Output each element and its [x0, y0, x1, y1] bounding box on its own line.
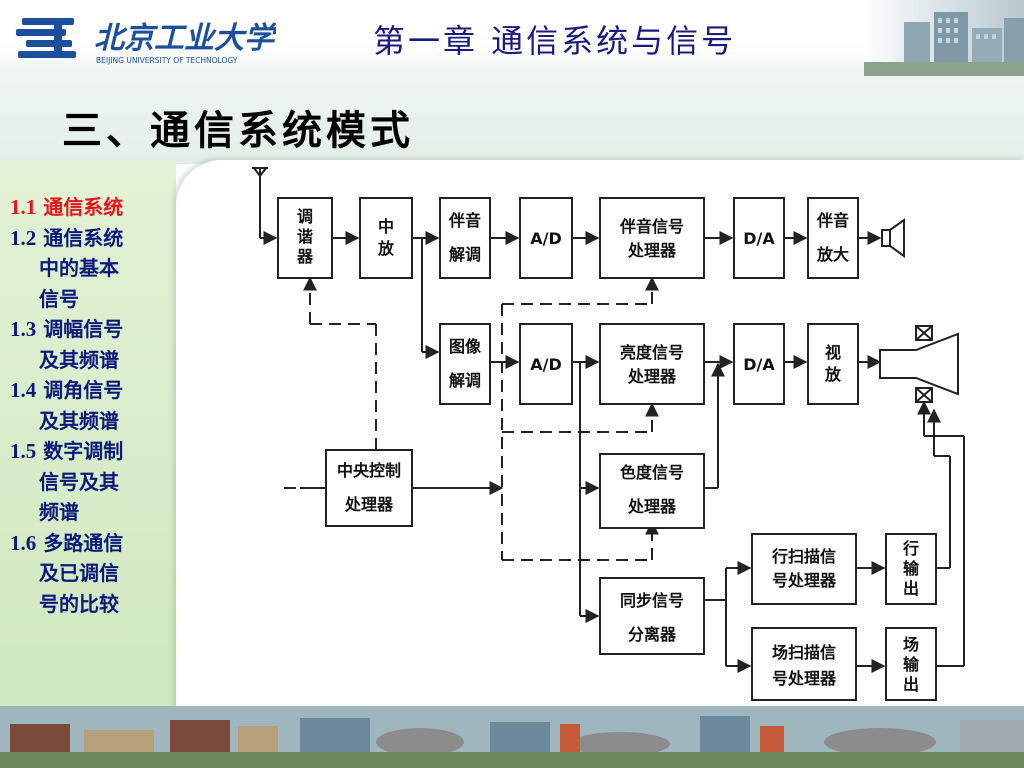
toc-item-number: 1.1	[10, 195, 37, 219]
v-scan-block	[751, 627, 857, 701]
footer-campus-photo-strip	[0, 706, 1024, 768]
header-campus-photo	[864, 0, 1024, 76]
chapter-title: 第一章 通信系统与信号	[373, 22, 737, 60]
h-scan-block	[751, 533, 857, 605]
video-demod-label: 图像解调	[449, 337, 482, 390]
toc-item-label: 信号及其	[39, 469, 119, 494]
toc-item-number: 1.2	[10, 225, 37, 250]
toc-item-label: 调幅信号	[43, 317, 124, 341]
speaker-icon	[881, 218, 905, 258]
sync-sep-label: 同步信号分离器	[620, 591, 684, 644]
v-out-label: 场输出	[903, 635, 920, 694]
university-logo: 北京工业大学 BEIJING UNIVERSITY OF TECHNOLOGY	[16, 12, 278, 66]
sync-sep-block	[599, 577, 705, 655]
section-title: 三、通信系统模式	[62, 108, 414, 154]
if-amp-label: 中放	[377, 217, 395, 258]
toc-item-1-2[interactable]: 1.2 通信系统中的基本信号	[10, 223, 174, 315]
chroma-proc-block	[599, 453, 705, 529]
tuner-block	[277, 197, 333, 279]
toc-item-1-5[interactable]: 1.5 数字调制信号及其频谱	[10, 436, 174, 528]
ad-video-block	[519, 323, 573, 405]
crt-tube-icon	[879, 332, 959, 396]
luma-proc-block	[599, 323, 705, 405]
h-out-label: 行输出	[902, 539, 920, 598]
h-scan-label: 行扫描信号处理器	[771, 547, 837, 590]
tv-system-block-diagram: 调谐器 中放 伴音解调 A/D 伴音信号处理器 D/A 伴音放大 图像解调 A/…	[240, 166, 978, 722]
slide-header: 北京工业大学 BEIJING UNIVERSITY OF TECHNOLOGY …	[0, 0, 1024, 76]
toc-item-number: 1.3	[10, 317, 37, 341]
toc-item-label: 多路通信	[43, 530, 124, 555]
university-emblem-icon: 北京工业大学 BEIJING UNIVERSITY OF TECHNOLOGY	[16, 18, 278, 65]
ad-video-label: A/D	[530, 355, 562, 374]
toc-item-label: 及其频谱	[39, 408, 119, 433]
toc-item-label: 中的基本	[39, 256, 119, 280]
deflection-coil-icon	[915, 325, 933, 403]
toc-item-1-6[interactable]: 1.6 多路通信及已调信号的比较	[10, 528, 174, 620]
da-video-block	[733, 323, 785, 405]
video-demod-block	[439, 323, 491, 405]
toc-item-label: 通信系统	[43, 225, 124, 250]
da-sound-label: D/A	[743, 229, 775, 248]
sidebar	[0, 160, 176, 708]
antenna-icon	[252, 167, 268, 238]
logo-name-cn: 北京工业大学	[94, 21, 276, 56]
da-video-label: D/A	[743, 355, 775, 374]
toc-item-1-4[interactable]: 1.4 调角信号及其频谱	[10, 375, 174, 436]
title-band	[0, 76, 1024, 164]
toc-item-label: 及已调信	[39, 561, 119, 585]
toc-item-number: 1.4	[10, 378, 37, 402]
toc-item-label: 号的比较	[39, 591, 119, 616]
if-amp-block	[359, 197, 413, 279]
v-scan-label: 场扫描信号处理器	[772, 643, 837, 688]
v-out-block	[885, 627, 937, 701]
toc-item-label: 调角信号	[43, 378, 124, 402]
sound-proc-label: 伴音信号处理器	[619, 217, 684, 260]
sound-amp-block	[807, 197, 859, 279]
cpu-block	[325, 449, 413, 527]
toc-item-label: 频谱	[39, 500, 79, 524]
toc-item-1-3[interactable]: 1.3 调幅信号及其频谱	[10, 314, 174, 375]
sound-demod-block	[439, 197, 491, 279]
sound-proc-block	[599, 197, 705, 279]
toc-item-label: 数字调制	[43, 439, 124, 463]
toc-item-label: 及其频谱	[39, 347, 119, 372]
toc-item-1-1[interactable]: 1.1 通信系统	[10, 192, 174, 223]
chroma-proc-label: 色度信号处理器	[620, 463, 684, 516]
tuner-label: 调谐器	[296, 207, 314, 266]
cpu-label: 中央控制处理器	[337, 461, 401, 514]
toc-item-number: 1.5	[10, 439, 37, 463]
ad-sound-block	[519, 197, 573, 279]
sound-demod-label: 伴音解调	[448, 211, 481, 264]
toc-item-label: 信号	[39, 286, 79, 311]
video-amp-label: 视放	[824, 343, 842, 384]
da-sound-block	[733, 197, 785, 279]
ad-sound-label: A/D	[530, 229, 562, 248]
toc-item-label: 通信系统	[43, 195, 124, 219]
video-amp-block	[807, 323, 859, 405]
h-out-block	[885, 533, 937, 605]
luma-proc-label: 亮度信号处理器	[620, 343, 684, 386]
sound-amp-label: 伴音放大	[816, 211, 849, 264]
logo-name-en: BEIJING UNIVERSITY OF TECHNOLOGY	[96, 56, 238, 65]
toc-item-number: 1.6	[10, 530, 37, 555]
